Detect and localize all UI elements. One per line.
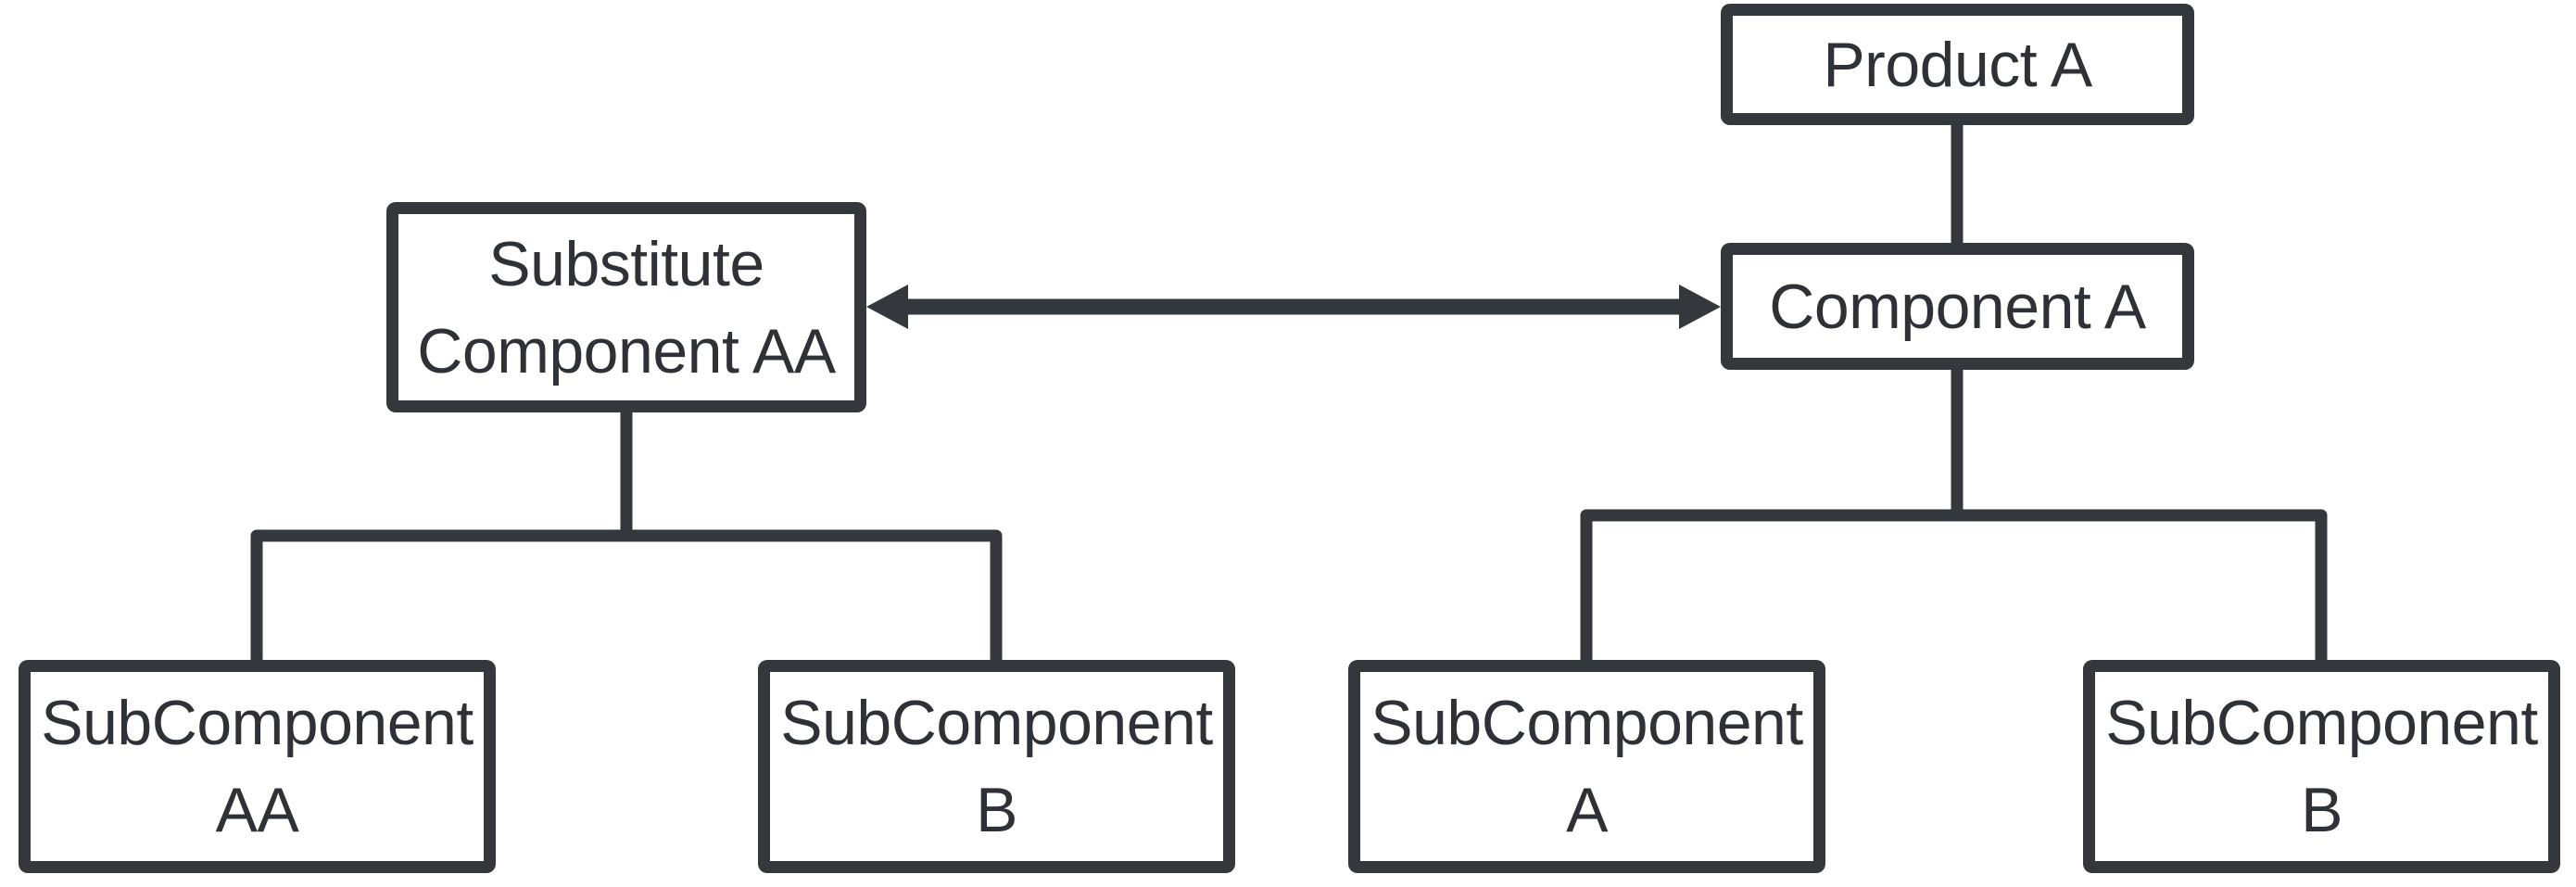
- node-label-line2: AA: [215, 775, 299, 845]
- node-label-line1: SubComponent: [41, 688, 474, 758]
- node-subcomponent-b-left: SubComponent B: [758, 660, 1235, 873]
- node-label-line2: Component AA: [417, 315, 836, 386]
- node-label-line1: SubComponent: [1370, 688, 1803, 758]
- substitute-arrow-head-right: [1679, 285, 1721, 329]
- node-subcomponent-b-right: SubComponent B: [2083, 660, 2560, 873]
- substitute-arrow-head-left: [866, 285, 908, 329]
- node-component-a: Component A: [1721, 243, 2194, 370]
- node-subcomponent-aa: SubComponent AA: [19, 660, 496, 873]
- node-label-line1: SubComponent: [2105, 688, 2538, 758]
- node-substitute-component-aa: Substitute Component AA: [386, 202, 866, 412]
- connector-component-bracket: [1580, 509, 2328, 665]
- node-label-line1: Substitute: [488, 228, 764, 299]
- node-label-line2: B: [2301, 775, 2342, 845]
- node-subcomponent-a: SubComponent A: [1348, 660, 1825, 873]
- node-product-a: Product A: [1721, 4, 2194, 125]
- node-label: Product A: [1823, 29, 2092, 100]
- node-label-line1: SubComponent: [780, 688, 1213, 758]
- node-label: Component A: [1769, 271, 2146, 342]
- connector-substitute-bracket: [250, 529, 1003, 665]
- substitute-double-arrow: [866, 285, 1721, 329]
- node-label-line2: A: [1566, 775, 1608, 845]
- node-label-line2: B: [976, 775, 1017, 845]
